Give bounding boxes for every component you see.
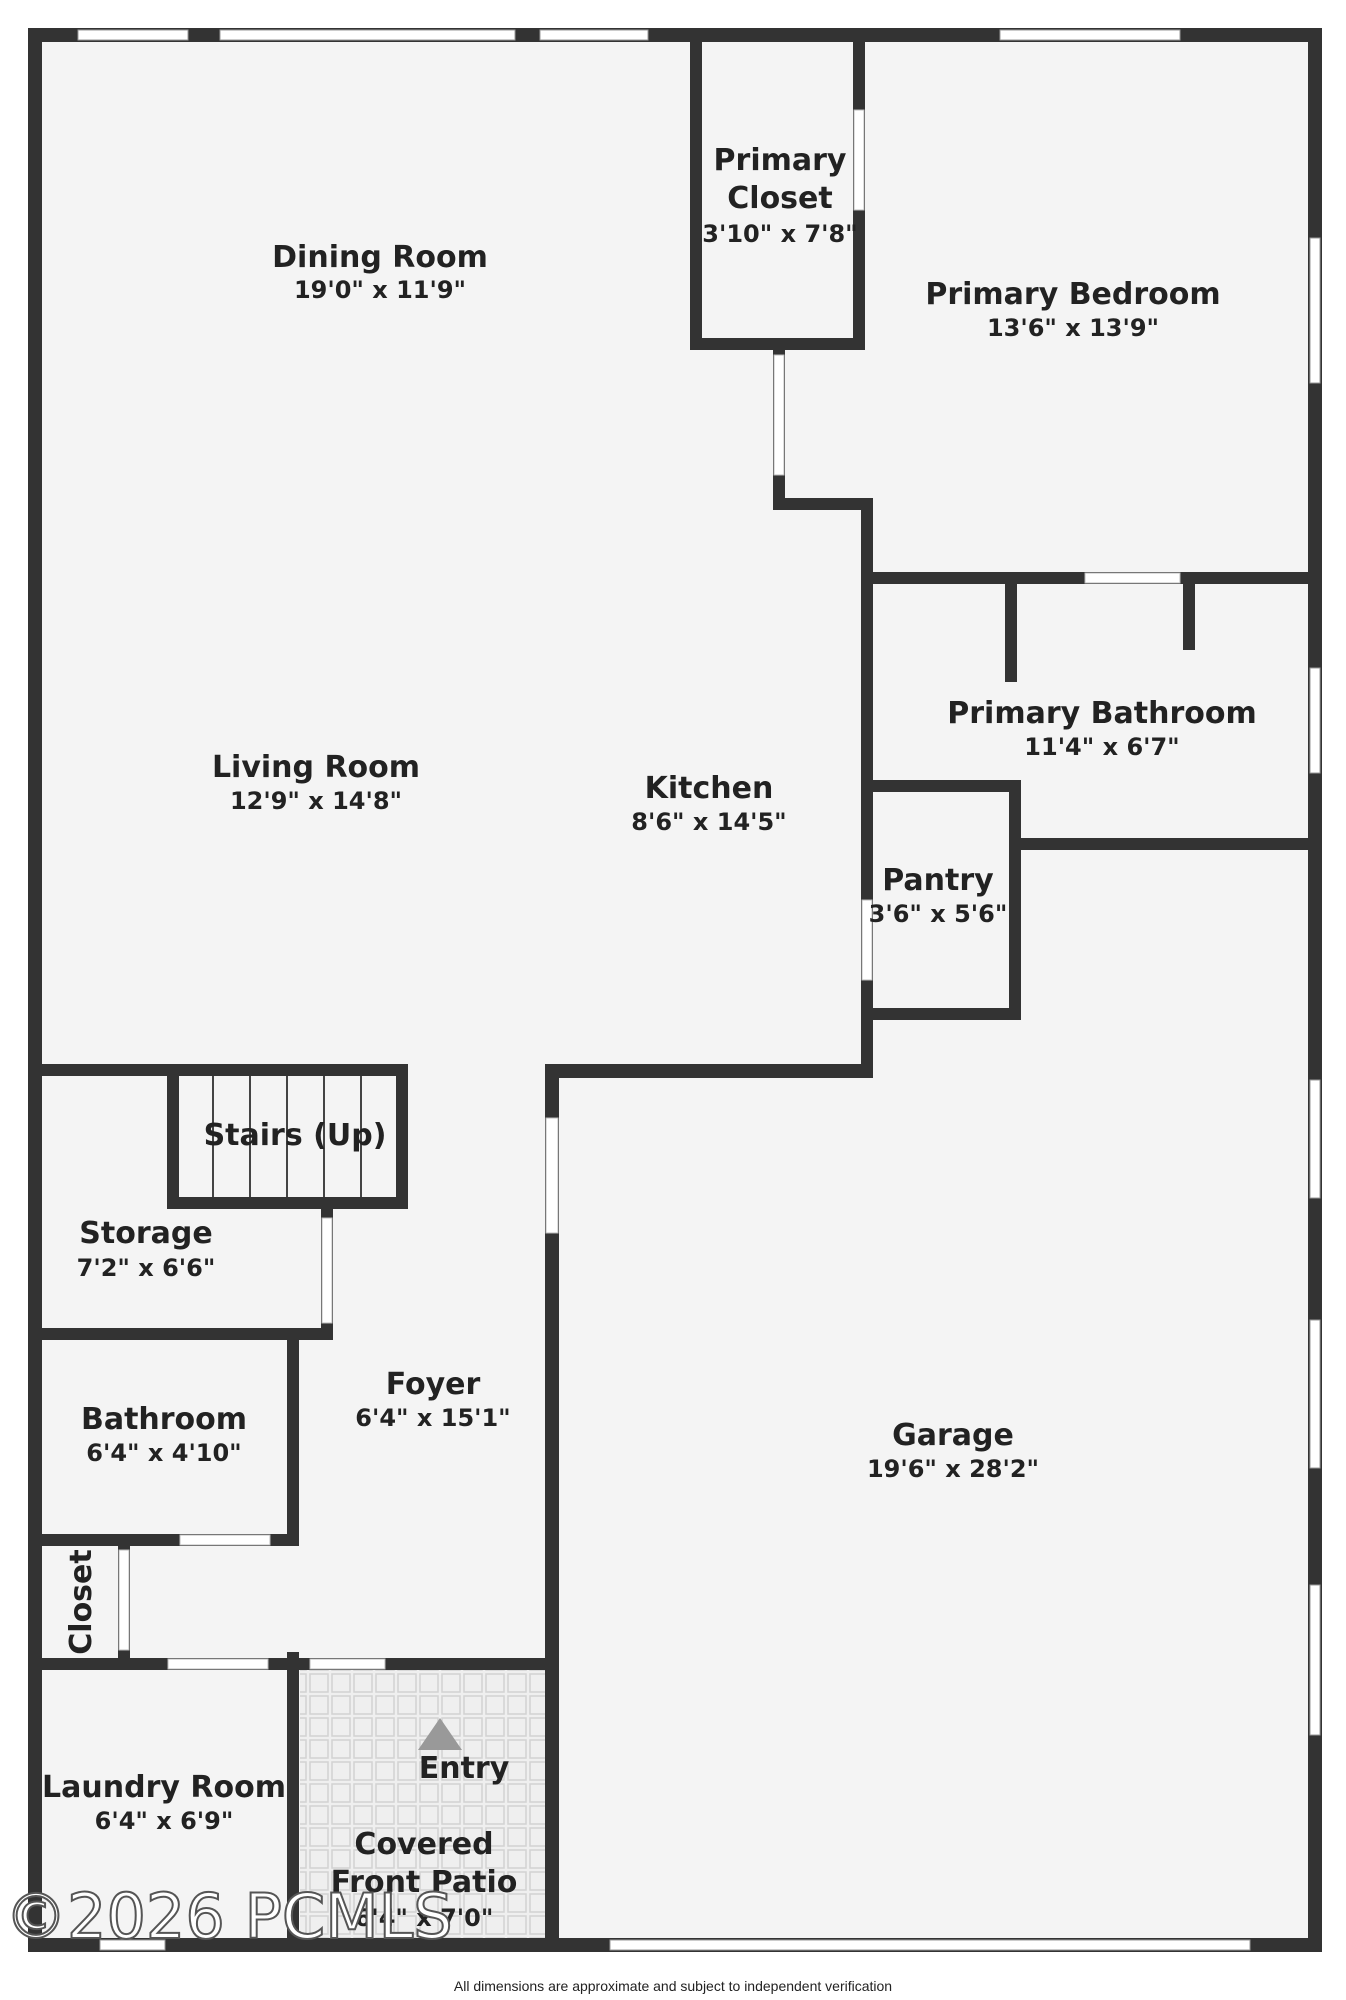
storage-name: Storage xyxy=(79,1216,212,1251)
watermark-text: ©2026 PCMLS xyxy=(5,1880,453,1953)
dining-room-dims: 19'0" x 11'9" xyxy=(294,276,466,304)
patio-name-1: Covered xyxy=(354,1827,493,1862)
patio-dims: 6'4" x 7'0" xyxy=(355,1904,494,1932)
dining-room-name: Dining Room xyxy=(272,240,488,275)
pantry-dims: 3'6" x 5'6" xyxy=(869,900,1008,928)
garage-name: Garage xyxy=(892,1418,1014,1453)
primary-closet-name-1: Primary xyxy=(714,143,847,178)
garage-dims: 19'6" x 28'2" xyxy=(867,1455,1039,1483)
primary-bedroom-name: Primary Bedroom xyxy=(925,277,1220,312)
patio-tile-floor xyxy=(300,1670,545,1942)
closet-name: Closet xyxy=(64,1549,99,1654)
primary-closet-dims: 3'10" x 7'8" xyxy=(702,220,857,248)
stair-treads xyxy=(212,1076,362,1197)
primary-bathroom-name: Primary Bathroom xyxy=(947,696,1256,731)
bathroom-name: Bathroom xyxy=(81,1402,247,1437)
entry-name: Entry xyxy=(419,1751,510,1786)
bathroom-dims: 6'4" x 4'10" xyxy=(86,1439,241,1467)
living-room-dims: 12'9" x 14'8" xyxy=(230,787,402,815)
room-labels: Dining Room 19'0" x 11'9" Primary Closet… xyxy=(42,143,1257,1932)
laundry-room-dims: 6'4" x 6'9" xyxy=(95,1807,234,1835)
patio-name-2: Front Patio xyxy=(331,1865,518,1900)
kitchen-name: Kitchen xyxy=(645,771,774,806)
foyer-name: Foyer xyxy=(386,1367,481,1402)
pantry-name: Pantry xyxy=(882,863,994,898)
kitchen-dims: 8'6" x 14'5" xyxy=(631,808,786,836)
stairs-name: Stairs (Up) xyxy=(204,1118,387,1153)
entry-arrow-icon xyxy=(418,1718,462,1750)
foyer-dims: 6'4" x 15'1" xyxy=(355,1404,510,1432)
living-room-name: Living Room xyxy=(212,750,420,785)
primary-closet-name-2: Closet xyxy=(727,181,832,216)
windows xyxy=(77,29,1321,1951)
floor-area xyxy=(35,40,1315,1940)
primary-bedroom-dims: 13'6" x 13'9" xyxy=(987,314,1159,342)
storage-dims: 7'2" x 6'6" xyxy=(77,1254,216,1282)
disclaimer-text: All dimensions are approximate and subje… xyxy=(454,1978,892,1994)
door-openings xyxy=(118,109,1181,1670)
laundry-room-name: Laundry Room xyxy=(42,1770,286,1805)
primary-bathroom-dims: 11'4" x 6'7" xyxy=(1024,733,1179,761)
